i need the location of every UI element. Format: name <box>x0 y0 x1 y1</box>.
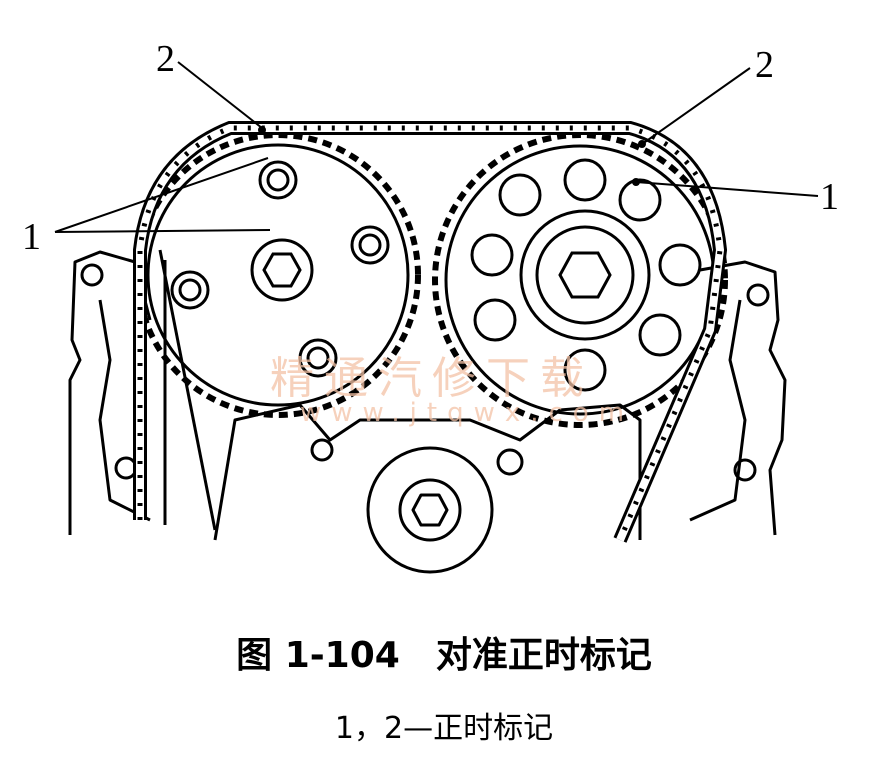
left-sprocket-bolt <box>170 270 210 310</box>
block-hole <box>496 448 524 476</box>
figure-caption-title: 图 1-104 对准正时标记 <box>236 635 652 676</box>
block-hole <box>733 458 757 482</box>
lightening-hole <box>563 348 607 392</box>
watermark-text: 精通汽修下载 <box>270 353 594 404</box>
block-hole <box>80 263 104 287</box>
left-sprocket-center-bolt <box>250 238 314 302</box>
block-hole <box>746 283 770 307</box>
leader-2-right <box>644 67 751 143</box>
lightening-hole <box>638 313 682 357</box>
lightening-hole <box>470 233 514 277</box>
callout-2-right: 2 <box>755 44 774 86</box>
lightening-hole <box>563 158 607 202</box>
callout-2-left: 2 <box>156 38 175 80</box>
lower-bolt-hex <box>411 493 449 527</box>
timing-chain <box>133 121 728 543</box>
leader-1-right <box>635 181 819 197</box>
left-sprocket-bolt <box>350 225 390 265</box>
block-inner-left <box>98 299 151 522</box>
lightening-hole <box>473 298 517 342</box>
leader-lines <box>54 61 819 233</box>
lightening-hole <box>498 173 542 217</box>
engine-block-outline <box>68 250 787 536</box>
block-hole <box>310 438 334 462</box>
figure-caption-subtitle: 1，2—正时标记 <box>334 711 554 746</box>
left-sprocket-bolt <box>298 338 338 378</box>
leader-1-left-b <box>54 229 271 233</box>
lower-bolt-outer <box>366 446 494 574</box>
timing-mark-right-sprocket <box>632 178 640 186</box>
left-sprocket-bolt <box>258 160 298 200</box>
timing-mark-left <box>258 126 266 134</box>
callout-1-left: 1 <box>22 216 41 258</box>
block-inner-right <box>689 299 747 522</box>
lower-bolt-inner <box>398 478 462 542</box>
watermark-url: www.jtqwx.com <box>300 398 635 428</box>
lightening-hole <box>618 178 662 222</box>
leader-1-left-a <box>54 157 269 233</box>
lightening-hole <box>658 243 702 287</box>
lower-housing <box>213 403 642 541</box>
timing-mark-right <box>638 140 646 148</box>
leader-2-left <box>177 61 263 129</box>
timing-marks <box>258 126 646 186</box>
callout-1-right: 1 <box>820 176 839 218</box>
timing-chain-diagram <box>54 61 819 574</box>
right-sprocket-center-hex <box>558 251 612 299</box>
